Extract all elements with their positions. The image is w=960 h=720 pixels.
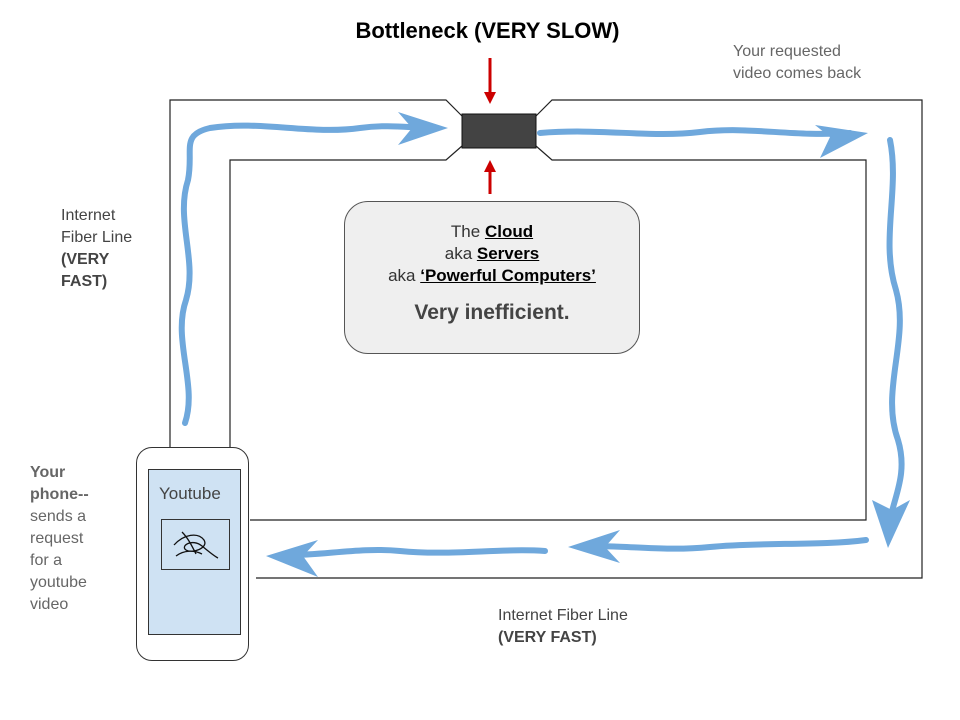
flow-arrowhead-4 bbox=[568, 530, 620, 563]
flow-arrow-top-right bbox=[537, 127, 853, 137]
bottom-fiber-label: Internet Fiber Line (VERY FAST) bbox=[498, 607, 628, 646]
flow-arrow-left-up bbox=[178, 122, 433, 426]
cloud-servers-box: The Cloud aka Servers aka ‘Powerful Comp… bbox=[344, 201, 640, 354]
fiber-line-inner bbox=[229, 145, 867, 521]
video-thumbnail[interactable] bbox=[161, 519, 230, 570]
phone-device: Youtube bbox=[136, 447, 249, 661]
cloud-line-2: aka Servers bbox=[444, 244, 540, 263]
video-back-label: Your requested video comes back bbox=[733, 43, 862, 82]
flow-arrowhead-1 bbox=[398, 112, 448, 145]
bottleneck-device bbox=[461, 113, 537, 149]
flow-arrowhead-2 bbox=[815, 125, 868, 158]
youtube-title: Youtube bbox=[159, 484, 221, 503]
flow-arrowhead-5 bbox=[266, 540, 318, 577]
fiber-line-outer bbox=[169, 99, 923, 579]
phone-label: Your phone-- sends a request for a youtu… bbox=[30, 464, 89, 613]
cloud-line-3: aka ‘Powerful Computers’ bbox=[388, 266, 596, 285]
flow-arrow-right-down bbox=[886, 137, 905, 533]
bottleneck-title: Bottleneck (VERY SLOW) bbox=[355, 18, 620, 43]
cloud-line-1: The Cloud bbox=[450, 222, 534, 241]
flow-arrow-bottom-left bbox=[282, 546, 548, 559]
cloud-verdict: Very inefficient. bbox=[414, 301, 570, 324]
left-fiber-label: Internet Fiber Line (VERY FAST) bbox=[61, 207, 133, 290]
video-thumbnail-scribble-icon bbox=[173, 531, 219, 559]
phone-screen: Youtube bbox=[148, 469, 241, 635]
flow-arrowhead-3 bbox=[872, 500, 910, 548]
flow-arrow-bottom-right bbox=[582, 537, 869, 552]
